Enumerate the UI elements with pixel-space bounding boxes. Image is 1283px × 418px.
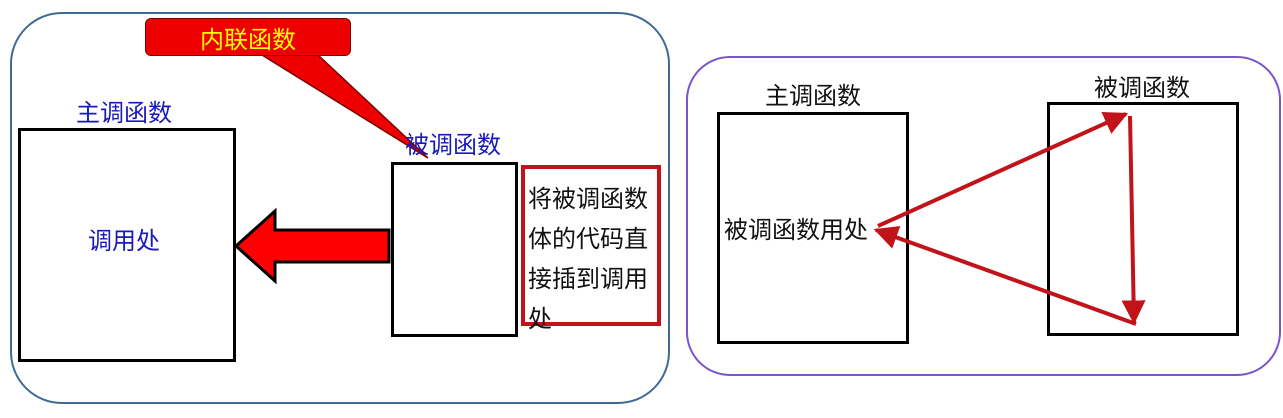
normal-callee-box (1047, 102, 1239, 336)
normal-main-function-label: 主调函数 (765, 82, 861, 110)
callout-label: 内联函数 (200, 25, 296, 54)
normal-call-site-label: 被调函数用处 (724, 216, 868, 244)
inline-note-box: 将被调函数体的代码直接插到调用处 (521, 165, 661, 333)
callee-function-box (391, 162, 518, 337)
call-site-label: 调用处 (88, 227, 160, 255)
inline-note-text: 将被调函数体的代码直接插到调用处 (528, 185, 648, 333)
normal-callee-label: 被调函数 (1094, 74, 1190, 102)
main-function-box (18, 128, 236, 362)
callee-function-label: 被调函数 (405, 131, 501, 159)
inline-function-callout: 内联函数 (145, 18, 351, 56)
main-function-label: 主调函数 (76, 99, 172, 127)
